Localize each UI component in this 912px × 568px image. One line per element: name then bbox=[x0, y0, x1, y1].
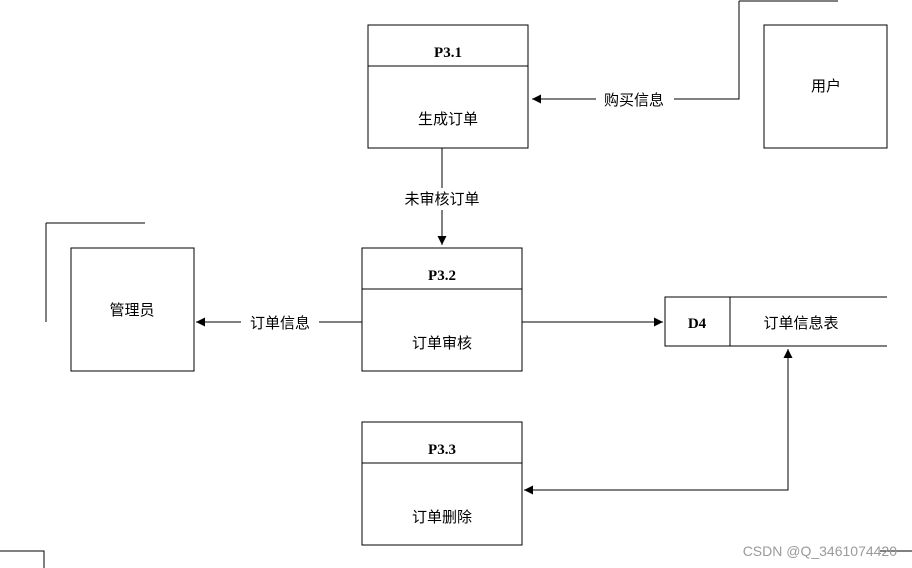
flow-unreviewed-order-label: 未审核订单 bbox=[404, 190, 479, 208]
datastore-d4: D4 订单信息表 bbox=[664, 296, 887, 347]
process-p3-3: P3.3 订单删除 bbox=[361, 421, 523, 546]
entity-admin-box bbox=[70, 247, 195, 372]
process-p3-1-id: P3.1 bbox=[434, 45, 462, 61]
process-p3-3-id: P3.3 bbox=[428, 442, 456, 458]
flow-unreviewed-order: 未审核订单 bbox=[396, 148, 490, 245]
process-p3-2-name: 订单审核 bbox=[412, 334, 472, 352]
flow-order-info-label-bg bbox=[241, 312, 319, 332]
entity-user-box bbox=[763, 24, 888, 149]
process-p3-2-id: P3.2 bbox=[428, 268, 456, 284]
flow-purchase-info-label: 购买信息 bbox=[604, 91, 664, 109]
flow-order-info: 订单信息 bbox=[196, 312, 362, 332]
watermark: CSDN @Q_3461074420 bbox=[743, 543, 898, 559]
entity-admin: 管理员 bbox=[45, 222, 195, 372]
process-p3-3-name: 订单删除 bbox=[412, 508, 472, 526]
flow-purchase-info: 购买信息 bbox=[532, 1, 740, 109]
process-p3-2-box bbox=[361, 247, 523, 372]
entity-admin-label: 管理员 bbox=[109, 301, 154, 319]
entity-user-label: 用户 bbox=[811, 77, 841, 95]
flow-purchase-info-label-bg bbox=[596, 89, 674, 109]
entity-user: 用户 bbox=[739, 0, 888, 149]
datastore-d4-outline bbox=[664, 296, 887, 347]
flow-order-info-label: 订单信息 bbox=[250, 314, 310, 332]
process-p3-3-box bbox=[361, 421, 523, 546]
flow-d4-p3-3 bbox=[524, 349, 793, 495]
process-p3-2: P3.2 订单审核 bbox=[361, 247, 523, 372]
flow-purchase-info-line bbox=[532, 1, 740, 104]
datastore-d4-name: 订单信息表 bbox=[763, 314, 838, 332]
process-p3-1: P3.1 生成订单 bbox=[367, 24, 529, 149]
process-p3-1-name: 生成订单 bbox=[418, 110, 478, 128]
datastore-d4-id: D4 bbox=[688, 316, 707, 332]
process-p3-1-box bbox=[367, 24, 529, 149]
page-corner-mark-left bbox=[0, 550, 45, 568]
flow-unreviewed-order-label-bg bbox=[396, 188, 490, 210]
